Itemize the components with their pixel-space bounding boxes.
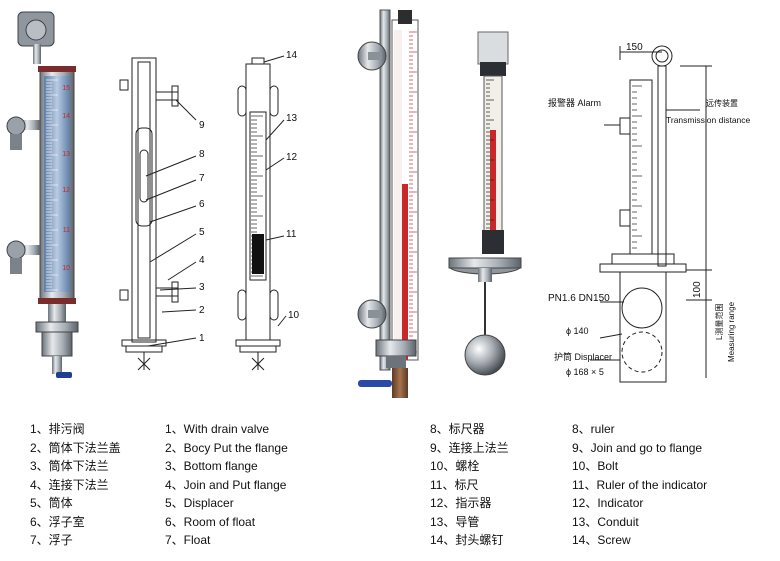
- transmission-label-zh: 远传装置: [706, 98, 738, 108]
- callout-label: 4: [199, 255, 205, 266]
- legend-item: 10、螺栓: [430, 459, 480, 473]
- legend-item: 3、Bottom flange: [165, 459, 258, 473]
- callout-label: 12: [286, 152, 298, 163]
- left-gauge-scale-numbers: 15 14 13 12 11 10: [62, 85, 70, 272]
- scale-number: 13: [62, 151, 70, 158]
- legend-item: 13、Conduit: [572, 514, 639, 529]
- legend-item: 14、Screw: [572, 533, 631, 547]
- gauge-photo-left: [6, 11, 79, 378]
- diagram-canvas: 15 14 13 12 11 10 9 8 7 6: [6, 9, 751, 398]
- legend-item: 9、连接上法兰: [430, 440, 509, 455]
- legend-item: 1、排污阀: [30, 422, 85, 436]
- scale-number: 14: [62, 113, 70, 120]
- callout-label: 10: [288, 310, 300, 321]
- legend-col2-zh: 8、标尺器 9、连接上法兰 10、螺栓 11、标尺 12、指示器 13、导管 1…: [430, 420, 509, 550]
- gauge-photo-red-scale: [357, 9, 419, 398]
- transmission-label-en: Transmission distance: [666, 115, 751, 125]
- schematic-side-mounted-callouts: 9 8 7 6 5 4 3 2 1: [199, 120, 205, 344]
- limit-switch-lower: [6, 240, 40, 274]
- schematic-indicator-gauge: [235, 55, 287, 371]
- callout-label: 1: [199, 333, 205, 344]
- indicator-block: [252, 234, 264, 274]
- flange-spec: PN1.6 DN150: [548, 293, 610, 304]
- legend-col1-zh: 1、排污阀 2、筒体下法兰盖 3、筒体下法兰 4、连接下法兰 5、筒体 6、浮子…: [30, 420, 121, 550]
- legend-item: 6、浮子室: [30, 514, 85, 529]
- tube-spec: ϕ 168 × 5: [566, 367, 604, 377]
- legend-item: 11、Ruler of the indicator: [572, 477, 708, 492]
- callout-label: 14: [286, 50, 298, 61]
- callout-label: 7: [199, 173, 205, 184]
- alarm-label: 报警器 Alarm: [548, 97, 601, 108]
- legend-item: 4、Join and Put flange: [165, 477, 287, 492]
- legend-item: 2、筒体下法兰盖: [30, 440, 121, 455]
- legend-item: 5、Displacer: [165, 496, 234, 510]
- callout-label: 5: [199, 227, 205, 238]
- callout-label: 6: [199, 199, 205, 210]
- diameter-label: ϕ 140: [566, 326, 589, 336]
- legend-item: 1、With drain valve: [165, 422, 270, 436]
- scale-number: 12: [62, 187, 70, 194]
- gauge-photo-top-mounted: [448, 31, 522, 376]
- legend-item: 3、筒体下法兰: [30, 459, 109, 473]
- schematic-dimensioned: [590, 45, 712, 383]
- legend-item: 12、Indicator: [572, 496, 644, 510]
- legend-item: 8、标尺器: [430, 422, 485, 436]
- limit-switch-upper: [6, 116, 40, 150]
- legend-col1-en: 1、With drain valve 2、Bocy Put the flange…: [165, 420, 288, 550]
- legend-item: 12、指示器: [430, 496, 492, 510]
- legend-item: 5、筒体: [30, 496, 73, 510]
- legend-item: 2、Bocy Put the flange: [165, 440, 288, 455]
- legend-item: 7、Float: [165, 533, 211, 547]
- legend-item: 6、Room of float: [165, 514, 256, 529]
- schematic-indicator-callouts: 14 13 12 11 10: [286, 50, 300, 321]
- callout-label: 11: [286, 229, 297, 240]
- scale-number: 11: [63, 227, 70, 234]
- legend-item: 9、Join and go to flange: [572, 440, 703, 455]
- schematic-dimensioned-labels: 150 报警器 Alarm 远传装置 Transmission distance…: [548, 42, 751, 377]
- callout-label: 2: [199, 305, 205, 316]
- dimension-height: 100: [692, 281, 703, 298]
- scale-number: 10: [62, 265, 70, 272]
- scale-number: 15: [62, 85, 70, 92]
- legend-item: 14、封头螺钉: [430, 533, 504, 547]
- legend-item: 4、连接下法兰: [30, 477, 109, 492]
- callout-label: 3: [199, 282, 205, 293]
- legend-col2-en: 8、ruler 9、Join and go to flange 10、Bolt …: [572, 420, 707, 550]
- schematic-side-mounted: [119, 57, 197, 371]
- callout-label: 8: [199, 149, 205, 160]
- range-label-en: Measuring range: [727, 301, 736, 362]
- range-label-zh: L测量范围: [714, 304, 724, 340]
- callout-label: 13: [286, 113, 298, 124]
- legend-item: 7、浮子: [30, 533, 73, 547]
- dimension-width: 150: [626, 42, 643, 53]
- displacer-label: 护筒 Displacer: [554, 351, 612, 362]
- legend-item: 13、导管: [430, 514, 480, 529]
- legend-item: 8、ruler: [572, 422, 615, 436]
- legend-item: 10、Bolt: [572, 459, 619, 473]
- callout-label: 9: [199, 120, 205, 131]
- legend-item: 11、标尺: [430, 477, 479, 492]
